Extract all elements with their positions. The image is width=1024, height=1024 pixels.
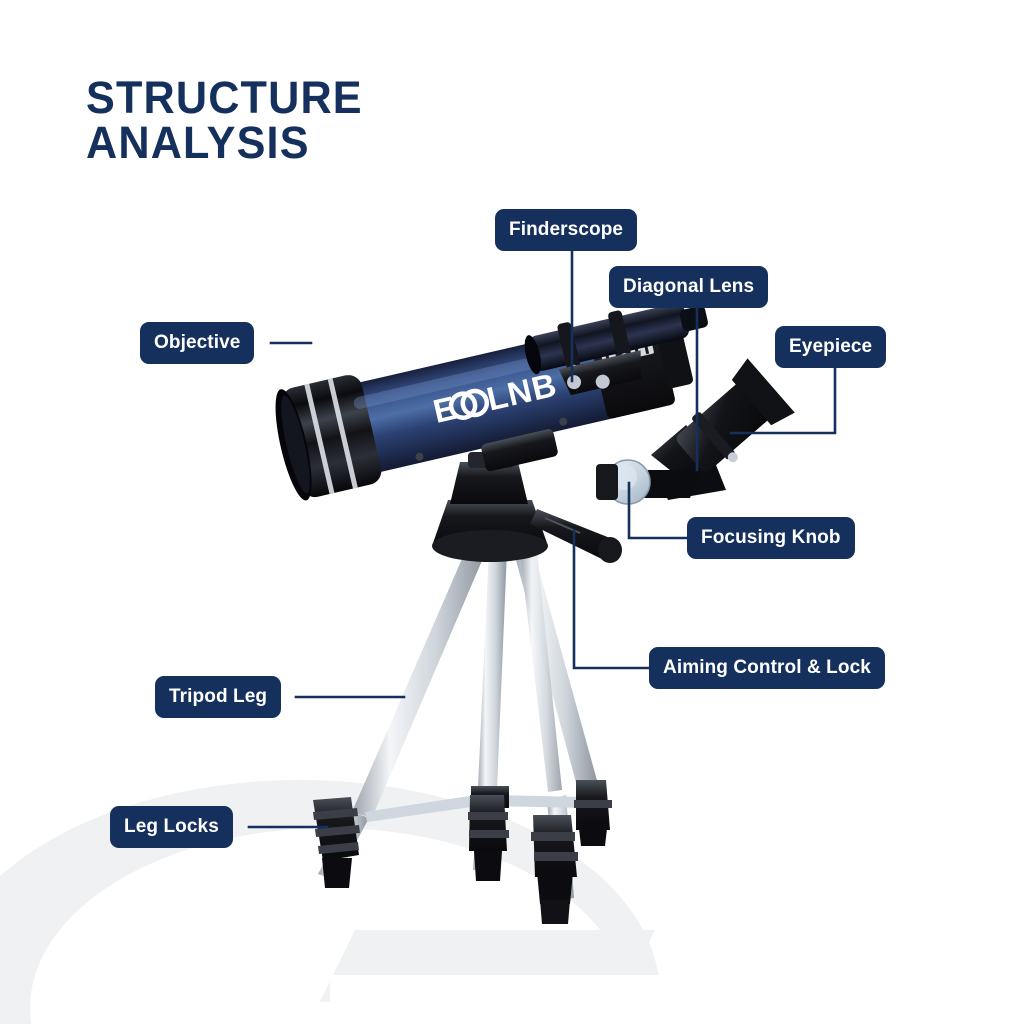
callout-finderscope[interactable]: Finderscope (495, 209, 638, 251)
callout-eyepiece[interactable]: Eyepiece (775, 326, 887, 368)
callout-leg-locks[interactable]: Leg Locks (110, 806, 233, 848)
callout-tripod-leg[interactable]: Tripod Leg (155, 676, 282, 718)
callout-focusing-knob[interactable]: Focusing Knob (687, 517, 855, 559)
focusing-knob (596, 459, 651, 505)
callout-diagonal-lens[interactable]: Diagonal Lens (609, 266, 769, 308)
tripod-head (432, 452, 622, 563)
tripod-leg-locks (313, 780, 612, 924)
page-title: STRUCTURE ANALYSIS (86, 72, 363, 168)
callout-aiming-control-lock[interactable]: Aiming Control & Lock (649, 647, 885, 689)
finderscope (524, 303, 708, 396)
callout-objective[interactable]: Objective (140, 322, 255, 364)
